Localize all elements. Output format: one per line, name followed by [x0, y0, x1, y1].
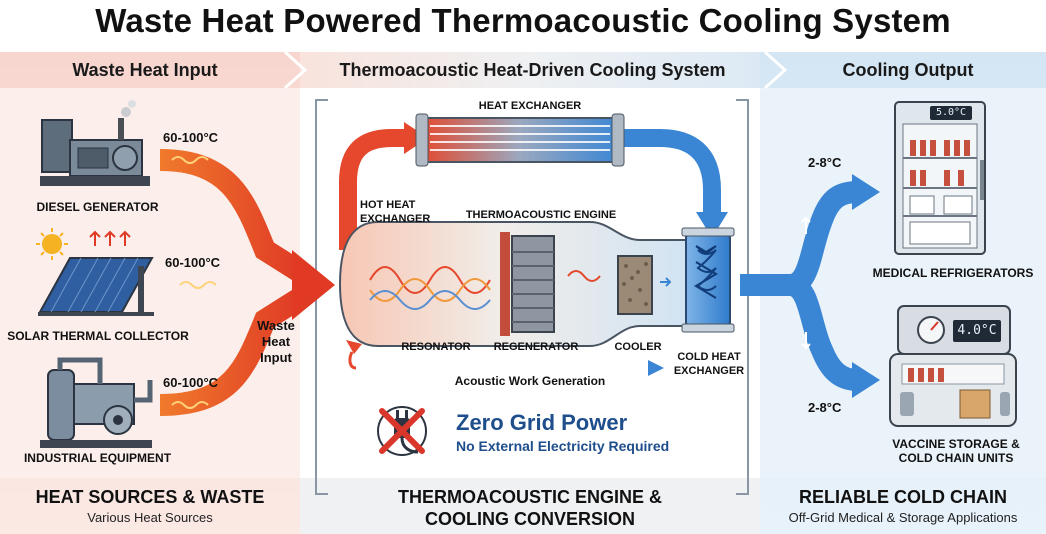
industrial-equipment-icon: [40, 357, 153, 448]
acoustic-work-arrow: [346, 340, 664, 376]
thermoacoustic-tube: [338, 221, 701, 347]
vaccine-storage-label: VACCINE STORAGE & COLD CHAIN UNITS: [892, 437, 1020, 465]
cooling-output-arrows: [740, 174, 880, 398]
hot-heat-exchanger-label: HOT HEAT EXCHANGER: [360, 199, 431, 225]
refrigerator-display: 5.0°C: [935, 107, 967, 118]
footer-right-subtitle: Off-Grid Medical & Storage Applications: [788, 510, 1018, 525]
vaccine-storage-temp: 2-8°C: [808, 400, 842, 415]
medical-refrigerator-icon: [894, 101, 986, 255]
vaccine-storage-display: 4.0°C: [957, 323, 997, 338]
cooler-label: COOLER: [614, 341, 662, 353]
page-title: Waste Heat Powered Thermoacoustic Coolin…: [95, 2, 951, 39]
diesel-generator-icon: [40, 100, 150, 186]
industrial-equipment-temp: 60-100°C: [163, 375, 219, 390]
industrial-equipment-label: INDUSTRIAL EQUIPMENT: [23, 451, 172, 465]
heat-flow-arrows: [159, 149, 335, 416]
footer-middle-title: THERMOACOUSTIC ENGINE & COOLING CONVERSI…: [397, 487, 662, 529]
no-plug-icon: [377, 406, 427, 456]
resonator-label: RESONATOR: [401, 341, 471, 353]
thermoacoustic-engine-label: THERMOACOUSTIC ENGINE: [465, 209, 617, 221]
section-heading-cooling-system: Thermoacoustic Heat-Driven Cooling Syste…: [339, 60, 726, 80]
vaccine-storage-unit-icon: [889, 305, 1017, 427]
footer-left-subtitle: Various Heat Sources: [87, 510, 213, 525]
heat-exchanger-unit: [415, 113, 625, 167]
section-heading-cooling-output: Cooling Output: [842, 60, 974, 80]
heat-exchanger-label: HEAT EXCHANGER: [478, 100, 582, 112]
acoustic-work-label: Acoustic Work Generation: [454, 374, 606, 388]
refrigerator-temp: 2-8°C: [808, 155, 842, 170]
solar-collector-label: SOLAR THERMAL COLLECTOR: [7, 329, 189, 343]
diesel-generator-label: DIESEL GENERATOR: [36, 200, 159, 214]
medical-refrigerators-label: MEDICAL REFRIGERATORS: [872, 266, 1034, 280]
cold-heat-exchanger-label: COLD HEAT EXCHANGER: [673, 351, 745, 377]
footer-left-title: HEAT SOURCES & WASTE: [35, 487, 265, 507]
zero-grid-power-subtitle: No External Electricity Required: [456, 438, 670, 454]
regenerator-label: REGENERATOR: [493, 341, 579, 353]
cold-heat-exchanger-unit: [681, 227, 735, 333]
footer-right-title: RELIABLE COLD CHAIN: [799, 487, 1007, 507]
diesel-generator-temp: 60-100°C: [163, 130, 219, 145]
solar-thermal-collector-icon: [36, 228, 154, 316]
section-heading-waste-heat-input: Waste Heat Input: [72, 60, 218, 80]
zero-grid-power-title: Zero Grid Power: [456, 410, 628, 435]
waste-heat-input-label: Waste Heat Input: [257, 318, 295, 365]
solar-collector-temp: 60-100°C: [165, 255, 221, 270]
